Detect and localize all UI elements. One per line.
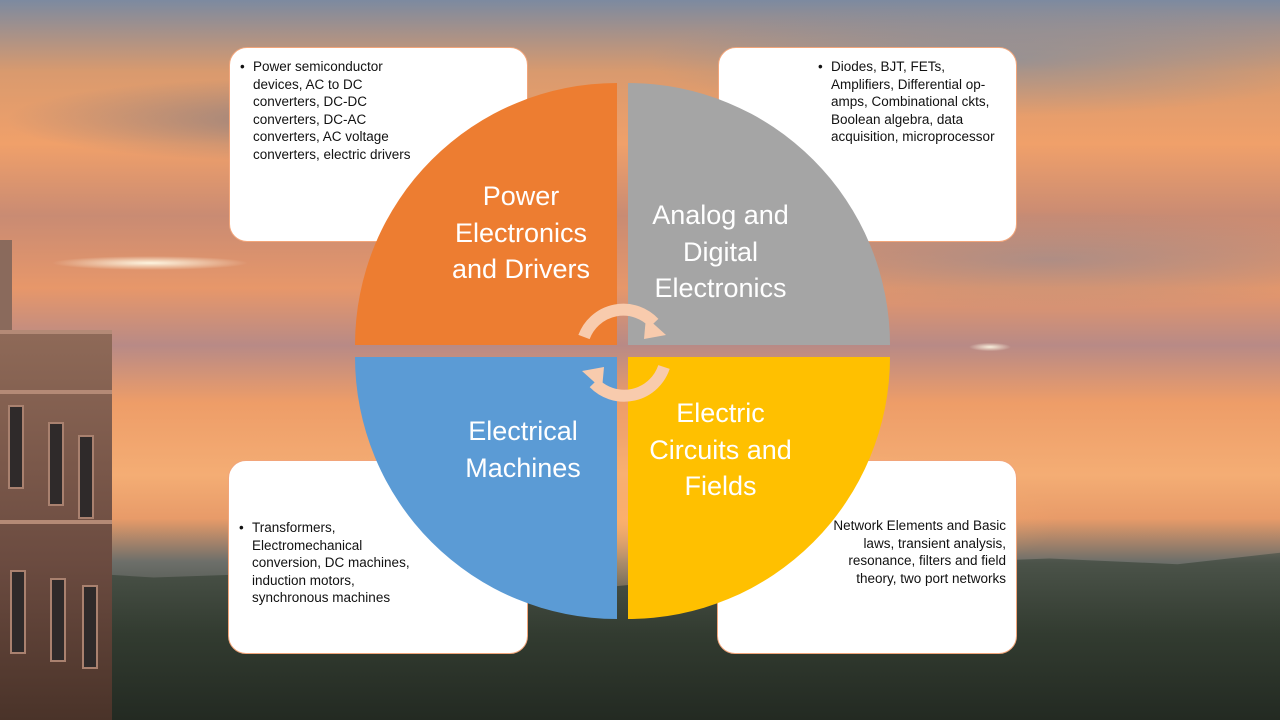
quadrant-title: Analog and Digital Electronics xyxy=(652,200,789,303)
building-chimney xyxy=(0,240,12,350)
cycle-arrows-icon xyxy=(578,303,670,402)
quadrant-title: Electrical Machines xyxy=(465,416,581,483)
topics-text: Power semiconductor devices, AC to DC co… xyxy=(240,58,429,164)
building-silhouette xyxy=(0,330,112,720)
topics-text: Transformers, Electromechanical conversi… xyxy=(239,519,428,607)
topics-text: Diodes, BJT, FETs, Amplifiers, Different… xyxy=(818,58,1007,146)
quadrant-title: Power Electronics and Drivers xyxy=(451,181,591,284)
topics-text: Network Elements and Basic laws, transie… xyxy=(817,517,1006,587)
quadrant-title: Electric Circuits and Fields xyxy=(649,398,792,501)
